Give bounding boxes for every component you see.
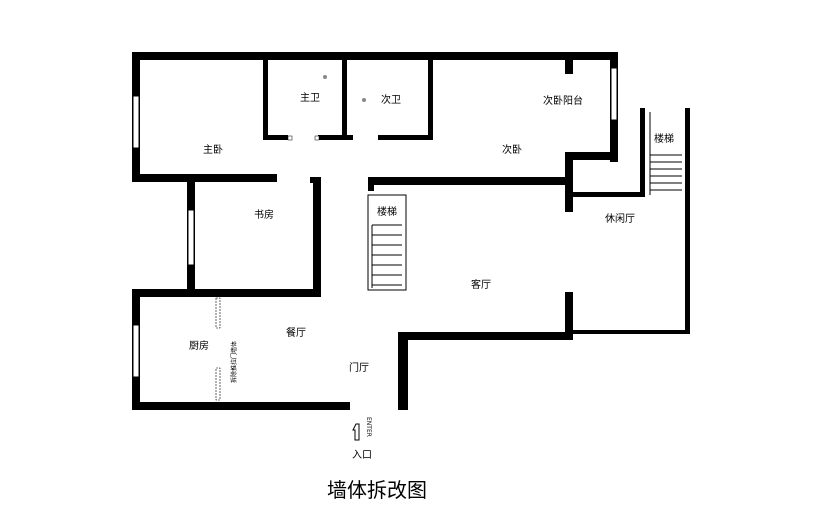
room-label-kitchen: 厨房 xyxy=(189,339,209,352)
entrance-label: 入口 xyxy=(352,450,372,461)
room-label-study: 书房 xyxy=(254,208,274,221)
room-label-dining-room: 餐厅 xyxy=(286,326,306,339)
room-labels: 主卧 主卫 次卫 次卧阳台 次卧 楼梯 书房 楼梯 休闲厅 客厅 餐厅 厨房 门… xyxy=(189,92,674,374)
diagram-title: 墙体拆改图 xyxy=(327,478,427,502)
windows xyxy=(132,67,618,378)
enter-arrow-text: ENTER xyxy=(365,417,372,437)
demolition-markers xyxy=(215,135,320,401)
room-label-stairs-center: 楼梯 xyxy=(377,205,397,218)
demolition-annotation: 拆除推拉门墙体 xyxy=(230,341,238,383)
room-label-second-bedroom-balcony: 次卧阳台 xyxy=(543,94,583,107)
drain-icon xyxy=(323,75,327,79)
drain-icon xyxy=(362,98,366,102)
entrance: ENTER 入口 xyxy=(352,417,372,461)
room-label-master-bath: 主卫 xyxy=(300,92,320,104)
stairs-center xyxy=(367,194,407,291)
stairs-right xyxy=(649,112,682,195)
room-label-master-bedroom: 主卧 xyxy=(203,143,223,156)
room-label-living-room: 客厅 xyxy=(471,278,491,291)
fixtures xyxy=(323,75,366,102)
room-label-foyer: 门厅 xyxy=(349,361,369,374)
enter-arrow-icon xyxy=(352,423,360,441)
exterior-walls xyxy=(132,52,690,410)
interior-walls xyxy=(195,58,565,297)
room-label-second-bath: 次卫 xyxy=(381,93,401,106)
room-label-lounge: 休闲厅 xyxy=(605,212,635,225)
room-label-stairs-right: 楼梯 xyxy=(654,132,674,145)
room-label-second-bedroom: 次卧 xyxy=(502,143,522,156)
